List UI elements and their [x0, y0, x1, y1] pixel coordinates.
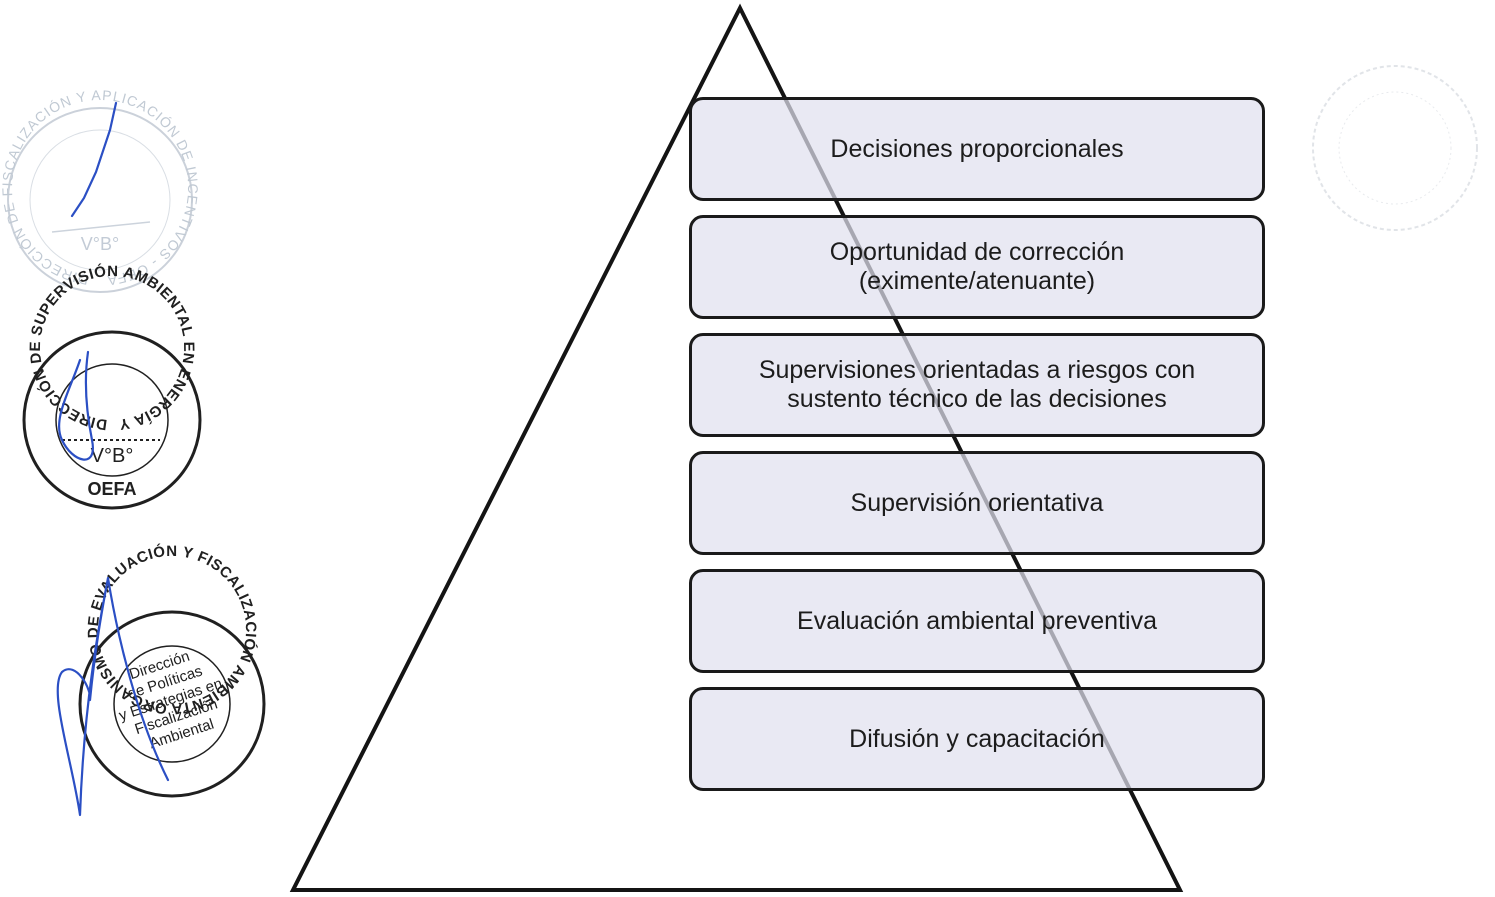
pyramid-level-1: Decisiones proporcionales: [689, 97, 1265, 201]
signature-stroke-1: [70, 101, 118, 218]
level-label: Supervisión orientativa: [850, 488, 1104, 517]
level-label: Supervisiones orientadas a riesgos con s…: [758, 356, 1196, 413]
pyramid-level-5: Evaluación ambiental preventiva: [689, 569, 1265, 673]
pyramid-level-2: Oportunidad de corrección (eximente/aten…: [689, 215, 1265, 319]
stamp2-bottom-text: OEFA: [87, 479, 136, 499]
stamp-fiscalizacion: DIRECCIÓN DE FISCALIZACIÓN Y APLICACIÓN …: [0, 0, 200, 293]
pyramid-triangle: [289, 3, 1184, 892]
level-label: Decisiones proporcionales: [830, 134, 1124, 163]
signature-stroke-3: [56, 576, 170, 817]
faint-stamp-right: [1312, 65, 1478, 231]
pyramid-level-4: Supervisión orientativa: [689, 451, 1265, 555]
stamp1-center-text: V°B°: [81, 234, 119, 254]
stamp2-center-text: V°B°: [91, 445, 134, 467]
signature-stroke-2: [57, 350, 94, 461]
level-label: Oportunidad de corrección (eximente/aten…: [829, 238, 1125, 295]
level-label: Evaluación ambiental preventiva: [797, 606, 1157, 635]
level-label: Difusión y capacitación: [849, 724, 1105, 753]
pyramid-level-6: Difusión y capacitación: [689, 687, 1265, 791]
pyramid-level-3: Supervisiones orientadas a riesgos con s…: [689, 333, 1265, 437]
